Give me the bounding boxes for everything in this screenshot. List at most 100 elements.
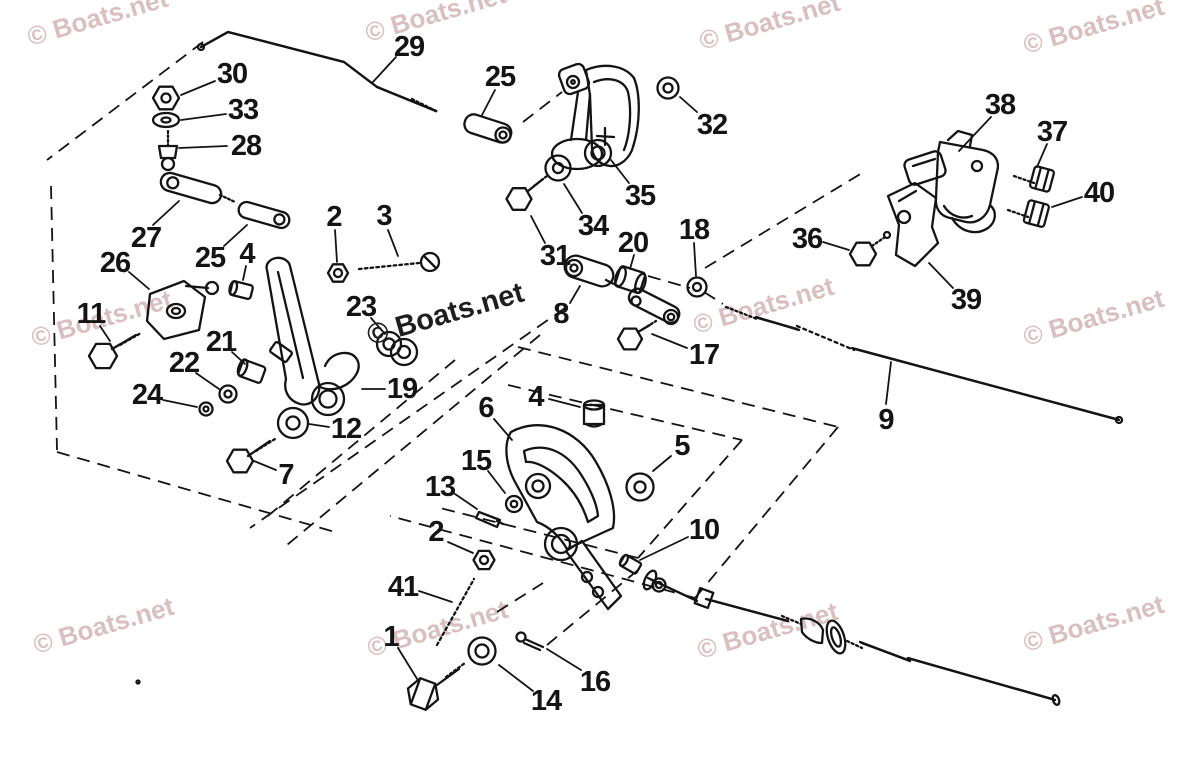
leader-part-7 [253, 460, 277, 471]
leader-part-27 [152, 200, 180, 226]
callout-part-9-27: 9 [878, 404, 894, 436]
part-8-rod-end [563, 254, 622, 289]
callout-part-2-9: 2 [326, 201, 341, 233]
part-5-washer [625, 472, 655, 502]
leader-part-41 [418, 590, 453, 603]
leader-part-24 [162, 399, 198, 408]
leader-part-16 [546, 648, 582, 671]
dashed-line-5 [286, 334, 541, 546]
dashed-line-18 [496, 582, 544, 613]
leader-part-33 [180, 113, 227, 121]
leader-part-5 [652, 455, 672, 472]
part-18-washer [686, 276, 708, 298]
watermark-6: © Boats.net [363, 277, 527, 352]
callout-part-22-13: 22 [169, 347, 199, 379]
leader-part-20 [629, 254, 635, 270]
leader-part-26 [128, 271, 150, 290]
leader-part-11 [99, 325, 111, 342]
cable-trunnion-assembly [642, 569, 1061, 706]
callout-part-18-24: 18 [679, 214, 710, 246]
callout-part-39-32: 39 [951, 284, 982, 316]
part-12-washer [276, 406, 310, 440]
callout-part-35-19: 35 [625, 180, 656, 212]
callout-part-4-8: 4 [239, 238, 255, 270]
part-31-bolt [505, 174, 549, 211]
callout-part-19-15: 19 [387, 373, 418, 405]
callout-part-20-23: 20 [618, 227, 648, 259]
dashed-line-7 [517, 346, 839, 428]
part-1-bolt [406, 661, 467, 711]
scan-speck [135, 679, 141, 685]
leader-part-4 [548, 398, 581, 408]
part-40-bolt [1006, 199, 1050, 228]
part-32-washer [656, 76, 680, 100]
part-13-pin [474, 510, 505, 529]
part-17-bolt [616, 319, 658, 351]
part-6-cam [505, 424, 623, 611]
callout-part-13-37: 13 [425, 471, 456, 503]
leader-part-9 [885, 361, 892, 405]
leader-part-8 [569, 285, 581, 304]
leader-part-2 [447, 541, 474, 554]
part-14-washer [467, 636, 497, 666]
dashed-line-11 [637, 439, 743, 559]
callout-part-26-6: 26 [100, 247, 131, 279]
callout-part-33-2: 33 [228, 94, 259, 126]
part-2-nut-upper [326, 263, 350, 283]
part-3-spring-screw [357, 251, 441, 273]
callout-part-24-14: 24 [132, 379, 163, 411]
leader-part-3 [387, 229, 399, 257]
leader-part-1 [397, 647, 420, 683]
part-29-bent-rod [196, 30, 440, 114]
leader-part-18 [693, 242, 697, 277]
leader-part-35 [610, 159, 630, 184]
watermark-layer-over: © Boats.net [363, 277, 527, 352]
callout-part-2-39: 2 [428, 516, 443, 548]
callout-part-1-41: 1 [383, 621, 399, 653]
dashed-line-4 [249, 307, 566, 529]
leader-part-4 [242, 265, 247, 281]
leader-part-2 [334, 229, 338, 263]
callout-part-15-36: 15 [461, 445, 492, 477]
callout-part-10-38: 10 [689, 514, 719, 546]
part-24-washer [198, 401, 214, 417]
part-7-bolt [225, 437, 277, 474]
part-35-bracket [550, 62, 640, 171]
callout-part-23-11: 23 [346, 291, 377, 323]
callout-part-27-4: 27 [131, 222, 161, 254]
part-26-lever-knob [145, 279, 220, 341]
callout-part-34-21: 34 [578, 210, 609, 242]
leader-part-25 [481, 89, 496, 116]
part-4-pin-center [582, 399, 606, 428]
part-27-link [159, 171, 237, 205]
part-19-lever-arm [265, 256, 360, 417]
part-36-bolt [848, 230, 892, 267]
dashed-line-2 [50, 185, 58, 451]
dashed-line-12 [439, 507, 639, 559]
leader-part-40 [1051, 196, 1083, 208]
watermark-12: © Boats.net [1020, 589, 1168, 658]
part-22-washer [218, 384, 238, 404]
callout-part-14-42: 14 [531, 685, 562, 717]
part-11-bolt [87, 331, 143, 370]
diagram-artwork [87, 30, 1124, 711]
callout-part-30-1: 30 [217, 58, 247, 90]
leader-part-14 [498, 664, 534, 692]
dashed-line-15 [703, 291, 724, 305]
dashed-line-1 [46, 41, 204, 161]
callout-part-25-18: 25 [485, 61, 516, 93]
callout-part-16-43: 16 [580, 666, 611, 698]
callout-part-7-17: 7 [278, 459, 293, 491]
part-10-pin [618, 553, 643, 575]
callout-part-32-20: 32 [697, 109, 727, 141]
leader-part-15 [487, 470, 506, 494]
leader-part-39 [928, 262, 954, 289]
callout-part-12-16: 12 [331, 413, 361, 445]
part-37-bolt [1012, 165, 1055, 193]
callout-part-17-26: 17 [689, 339, 719, 371]
callout-part-40-31: 40 [1084, 177, 1114, 209]
leader-part-28 [178, 145, 228, 149]
